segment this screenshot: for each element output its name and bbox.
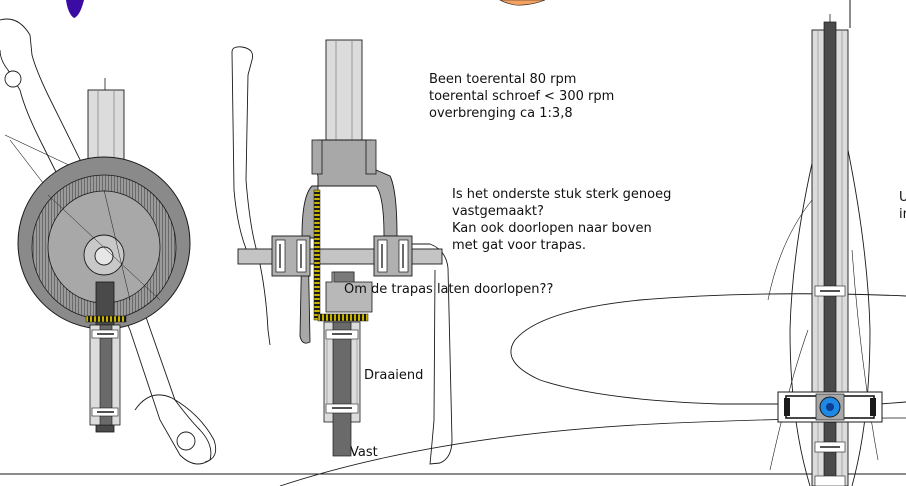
- left-side-view: [0, 18, 217, 465]
- speed-notes: Been toerental 80 rpm toerental schroef …: [429, 71, 614, 122]
- vast-label: Vast: [350, 445, 378, 460]
- blade-outline: [510, 293, 906, 405]
- hub-inner: [94, 246, 114, 266]
- draaiend-label: Draaiend: [364, 368, 424, 383]
- crank-arm-outline: [0, 18, 212, 465]
- question-note-line-4: met gat voor trapas.: [452, 238, 586, 253]
- cut-off-note-line-2: in: [899, 207, 906, 222]
- middle-front-view: [231, 39, 453, 465]
- speed-note-line-1: Been toerental 80 rpm: [429, 72, 577, 87]
- question-note-line-3: Kan ook doorlopen naar boven: [452, 221, 652, 236]
- lower-shaft-core: [332, 321, 352, 457]
- cut-off-note: U in: [899, 189, 906, 223]
- speed-note-line-2: toerental schroef < 300 rpm: [429, 89, 615, 104]
- question-note-line-1: Is het onderste stuk sterk genoeg: [452, 187, 672, 202]
- orange-shape: [499, 0, 546, 6]
- question-note-line-2: vastgemaakt?: [452, 204, 544, 219]
- speed-note-line-3: overbrenging ca 1:3,8: [429, 106, 573, 121]
- question-notes: Is het onderste stuk sterk genoeg vastge…: [452, 186, 671, 254]
- horizontal-gear: [317, 313, 369, 322]
- cut-off-note-line-1: U: [899, 190, 906, 205]
- trapas-note: Om de trapas laten doorlopen??: [344, 282, 554, 297]
- vertical-gear-strip: [313, 189, 321, 321]
- bracket: [299, 139, 398, 344]
- crank-hole-top: [4, 70, 22, 88]
- gear-strip: [85, 315, 127, 323]
- crank-hole-bottom: [176, 431, 196, 451]
- frame-outline-left: [231, 46, 271, 346]
- pedal-outline: [134, 394, 217, 463]
- frame-outline-right: [412, 243, 453, 465]
- purple-shape: [66, 0, 84, 18]
